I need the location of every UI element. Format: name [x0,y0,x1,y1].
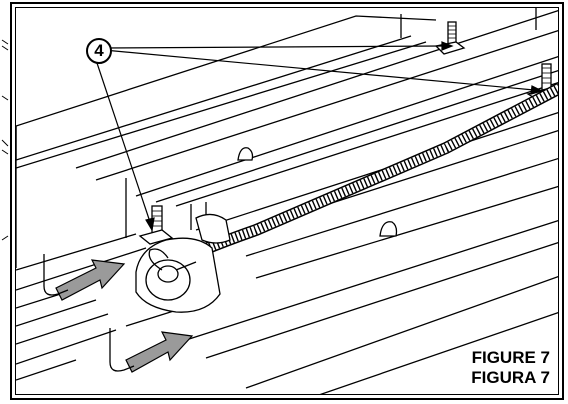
flow-arrow-upper [55,259,126,301]
top-panel-edge [16,15,437,160]
caption-english: FIGURE 7 [471,348,550,367]
callout-number-4: 4 [86,38,112,64]
margin-ticks [1,39,9,241]
heater-assembly-drawing [16,8,558,394]
figure-caption: FIGURE 7 FIGURA 7 [471,348,550,388]
illustration-area: 4 FIGURE 7 FIGURA 7 [15,7,559,395]
bolt-left [138,205,174,245]
flow-arrow-lower [125,331,194,373]
bolt-top-left [434,21,466,55]
flow-arrows [43,254,194,373]
terminal-block [135,213,231,313]
left-margin-strip [0,0,10,404]
caption-spanish: FIGURA 7 [471,368,550,387]
rivet-bumps [237,147,398,237]
figure-frame: 4 FIGURE 7 FIGURA 7 [10,2,564,400]
callout-leaders [95,41,544,232]
callout-label: 4 [94,41,104,60]
